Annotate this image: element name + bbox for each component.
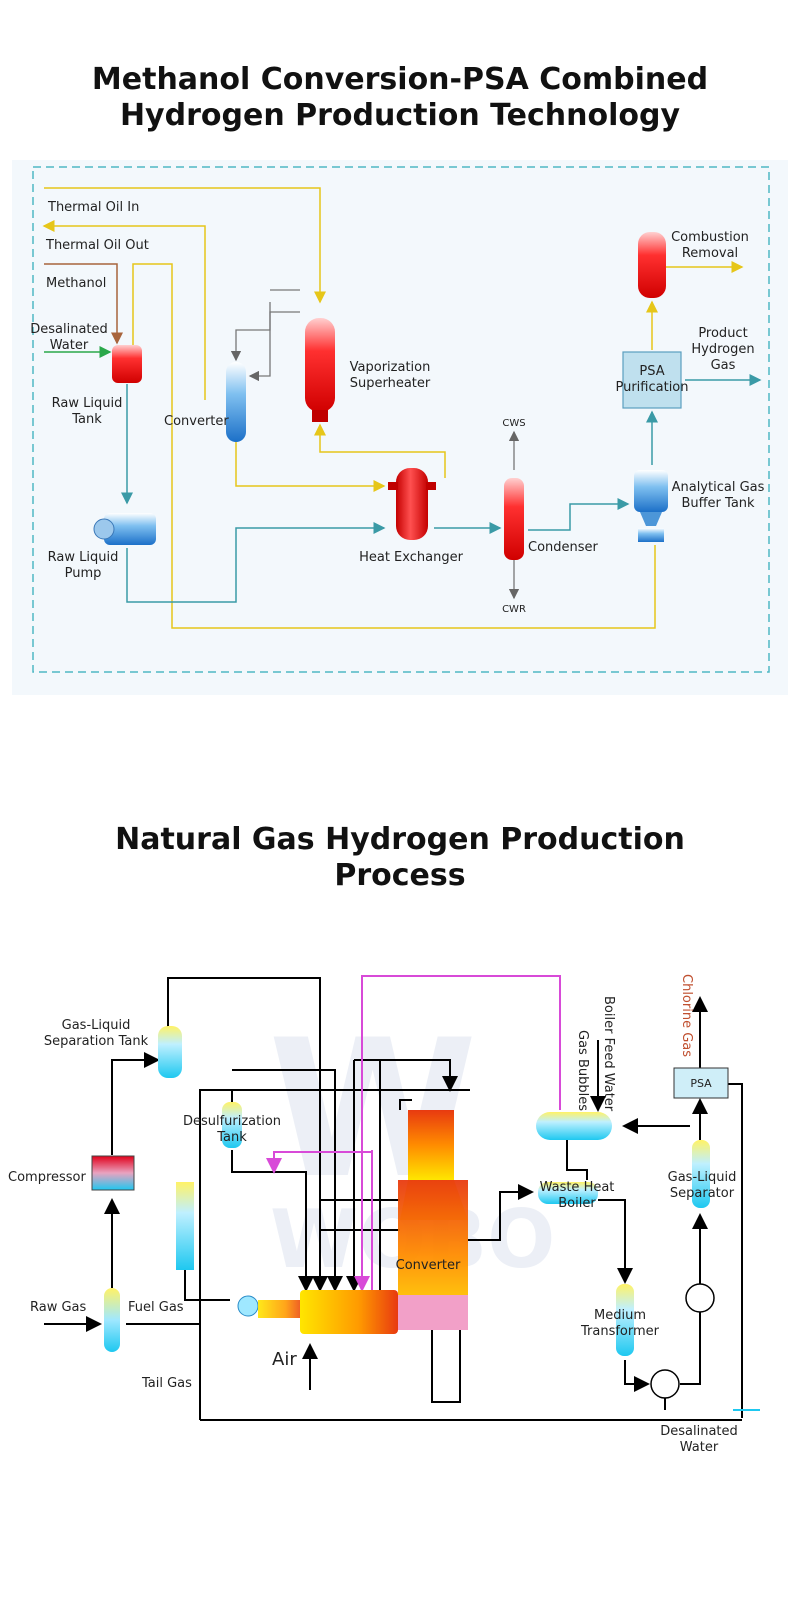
- converter-vessel: [226, 362, 246, 442]
- label-gas-liquid-separator: Gas-Liquid Separator: [667, 1170, 737, 1201]
- combustion-removal-vessel: [638, 232, 666, 298]
- label-boiler-feed-water: Boiler Feed Water: [601, 996, 616, 1112]
- label-thermal-oil-out: Thermal Oil Out: [46, 238, 149, 253]
- label-raw-liquid-pump: Raw Liquid Pump: [47, 550, 119, 581]
- label-converter-2: Converter: [395, 1258, 461, 1273]
- label-psa-purification: PSA Purification: [615, 364, 689, 395]
- buffer-tank-vessel: [634, 470, 668, 542]
- label-cwr: CWR: [502, 604, 526, 615]
- label-desalinated-water: Desalinated Water: [30, 322, 108, 353]
- label-waste-heat-boiler: Waste Heat Boiler: [539, 1180, 615, 1211]
- label-converter: Converter: [164, 414, 229, 429]
- vaporization-superheater-vessel: [305, 318, 335, 422]
- desulfurization-tank-vessel: [222, 1102, 242, 1148]
- label-analytical-gas-buffer-tank: Analytical Gas Buffer Tank: [671, 480, 765, 511]
- psa-box: [673, 1067, 729, 1099]
- label-raw-liquid-tank: Raw Liquid Tank: [51, 396, 123, 427]
- label-tail-gas: Tail Gas: [142, 1376, 192, 1391]
- label-chlorine-gas: Chlorine Gas: [679, 974, 694, 1058]
- diagram1-canvas: [12, 160, 788, 695]
- label-desalinated-water-2: Desalinated Water: [660, 1424, 738, 1455]
- label-thermal-oil-in: Thermal Oil In: [48, 200, 140, 215]
- steam-drum-vessel: [536, 1112, 612, 1140]
- label-compressor: Compressor: [8, 1170, 86, 1185]
- raw-liquid-pump-icon: [93, 513, 156, 545]
- label-cws: CWS: [502, 418, 526, 429]
- label-fuel-gas: Fuel Gas: [128, 1300, 184, 1315]
- circulation-pump-icon: [650, 1369, 680, 1399]
- fuel-gas-tower: [176, 1182, 194, 1270]
- gas-liquid-separator-vessel: [692, 1140, 710, 1208]
- diagram2-canvas: [44, 975, 760, 1421]
- diagram2-title-line1: Natural Gas Hydrogen Production: [115, 822, 685, 857]
- diagram1-title-line1: Methanol Conversion-PSA Combined: [91, 62, 709, 97]
- pump-icon: [685, 1283, 715, 1313]
- blower-icon: [237, 1295, 259, 1317]
- compressor-unit: [91, 1155, 135, 1191]
- label-methanol: Methanol: [46, 276, 107, 291]
- diagram1-title-line2: Hydrogen Production Technology: [119, 98, 681, 133]
- condenser-vessel: [504, 478, 524, 560]
- label-desulfurization-tank: Desulfurization Tank: [182, 1114, 282, 1145]
- psa-purification-box: [622, 351, 682, 409]
- diagram2-title-line2: Process: [334, 858, 466, 893]
- label-combustion-removal: Combustion Removal: [671, 230, 749, 261]
- converter-furnace: [300, 1110, 468, 1334]
- label-medium-transformer: Medium Transformer: [580, 1308, 659, 1339]
- label-gas-liquid-separation-tank: Gas-Liquid Separation Tank: [43, 1018, 149, 1049]
- waste-heat-boiler-vessel: [538, 1182, 598, 1204]
- label-gas-bubbles: Gas Bubbles: [575, 1030, 590, 1111]
- label-air: Air: [272, 1349, 297, 1370]
- label-condenser: Condenser: [528, 540, 598, 555]
- heat-exchanger-vessel: [388, 468, 436, 540]
- gas-liquid-separation-tank-vessel: [158, 1026, 182, 1078]
- medium-transformer-vessel: [616, 1284, 634, 1356]
- label-vaporization-superheater: Vaporization Superheater: [349, 360, 431, 391]
- label-raw-gas: Raw Gas: [30, 1300, 87, 1315]
- raw-gas-vessel: [104, 1288, 120, 1352]
- label-heat-exchanger: Heat Exchanger: [359, 550, 463, 565]
- raw-liquid-tank-vessel: [112, 345, 142, 383]
- label-product-hydrogen-gas: Product Hydrogen Gas: [691, 326, 755, 373]
- label-psa: PSA: [690, 1077, 712, 1090]
